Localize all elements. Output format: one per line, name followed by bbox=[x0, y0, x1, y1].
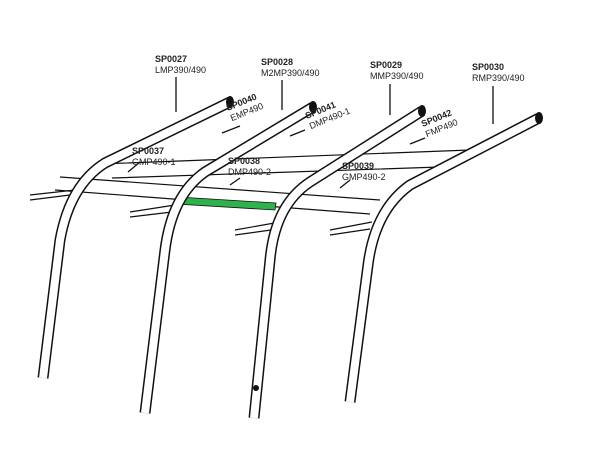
foot-bar-1 bbox=[29, 189, 76, 201]
arch-sp0027 bbox=[37, 96, 234, 379]
tube-end-cap bbox=[226, 96, 234, 108]
lower-ridge-bar bbox=[54, 176, 381, 215]
upper-ridge-bar bbox=[99, 149, 471, 179]
arch-sp0030 bbox=[344, 112, 543, 403]
arch-sp0029 bbox=[248, 105, 426, 419]
leader-lines bbox=[127, 77, 494, 189]
foot-bar-4 bbox=[329, 221, 373, 236]
foot-bar-2 bbox=[129, 204, 176, 218]
arch-sp0028 bbox=[139, 101, 317, 414]
highlighted-part-sp0038 bbox=[175, 196, 277, 211]
